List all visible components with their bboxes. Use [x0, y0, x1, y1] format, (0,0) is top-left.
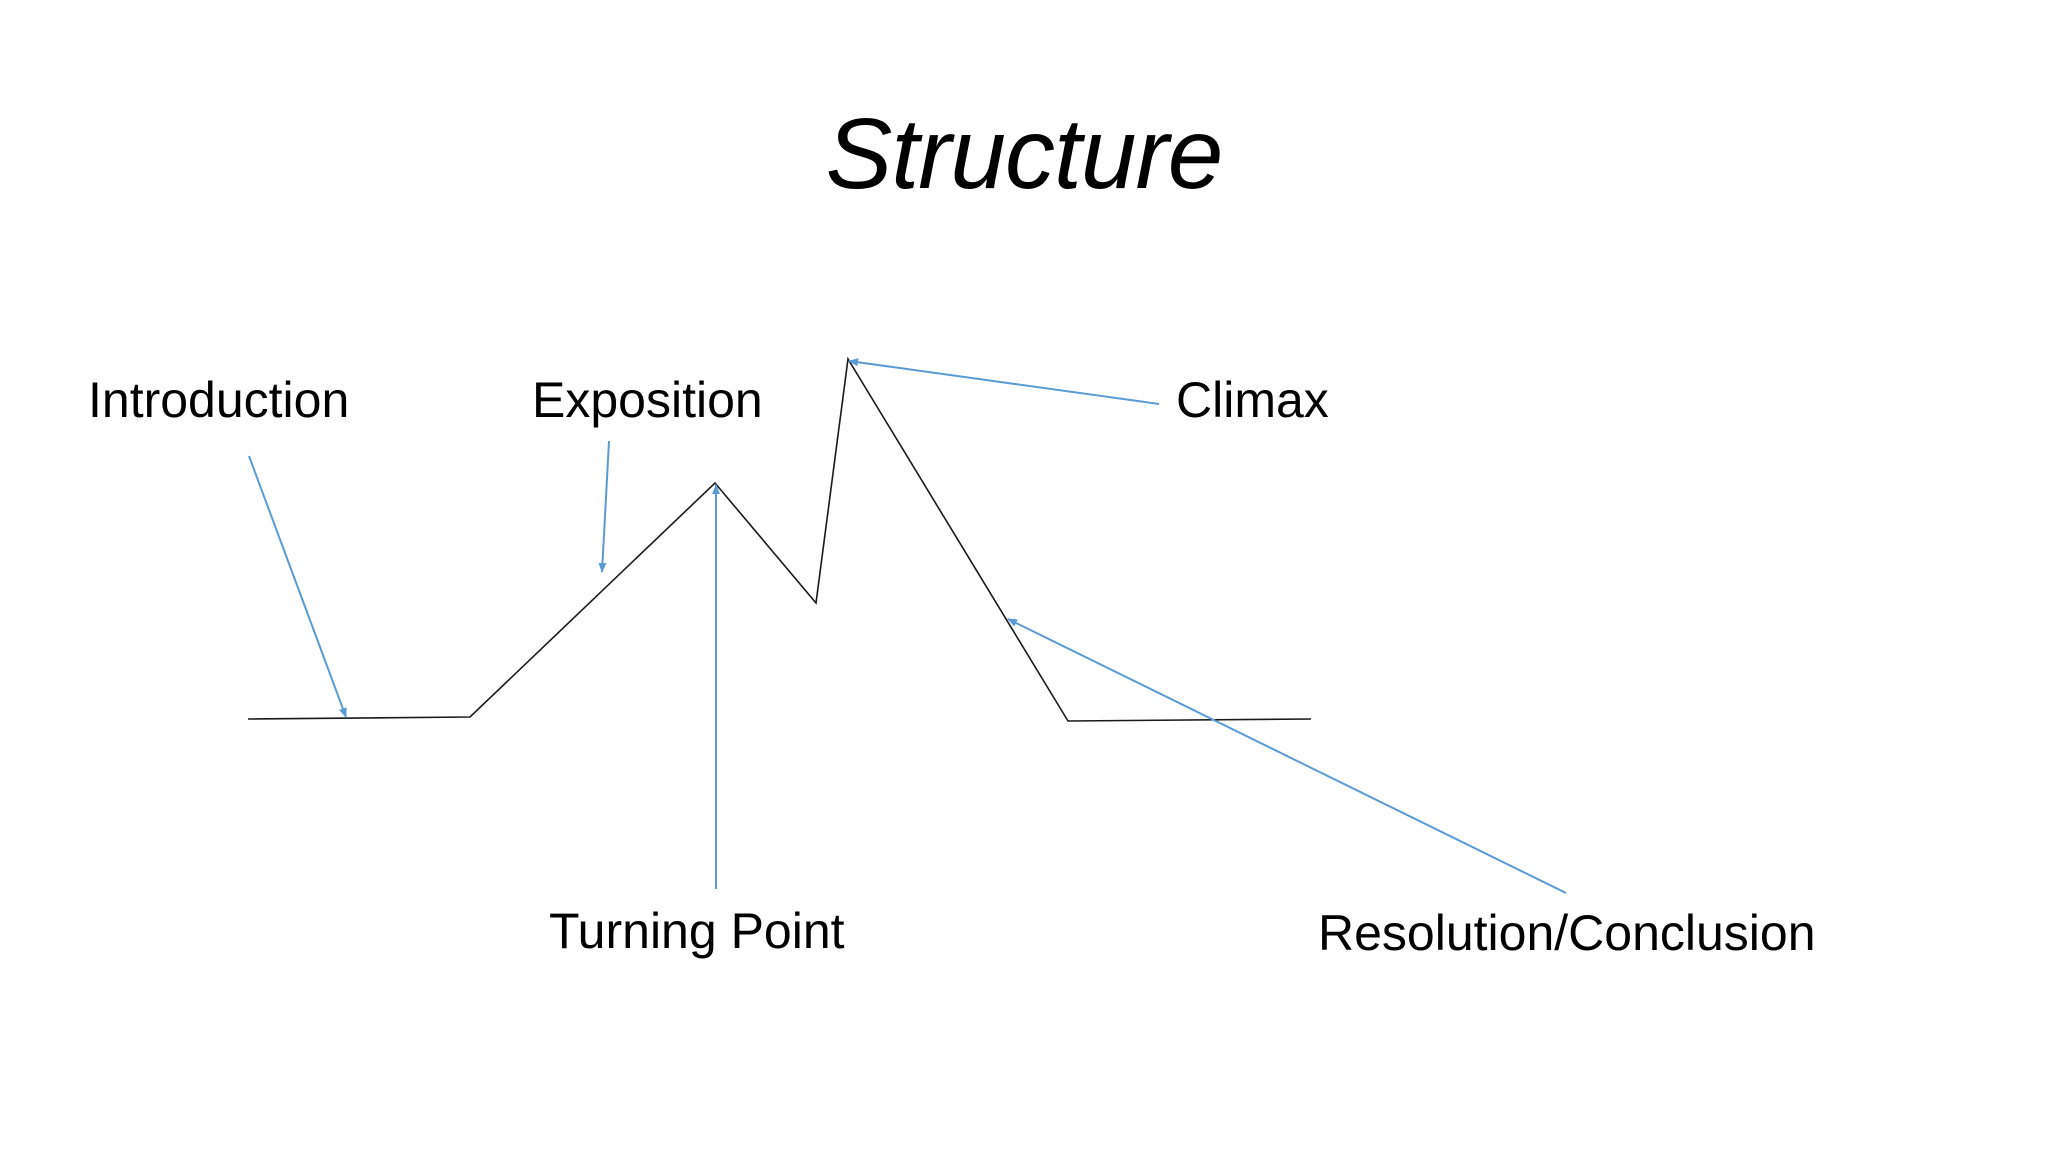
climax-arrow	[848, 358, 1160, 405]
exposition-arrow	[598, 440, 610, 573]
plot-line	[247, 356, 1312, 722]
turning-point-label: Turning Point	[549, 903, 845, 959]
introduction-label: Introduction	[88, 372, 350, 428]
introduction-arrow	[248, 455, 347, 718]
resolution-label: Resolution/Conclusion	[1318, 905, 1816, 961]
exposition-label: Exposition	[532, 372, 763, 428]
climax-label: Climax	[1176, 372, 1329, 428]
resolution-arrow	[1007, 618, 1567, 894]
slide-title: Structure	[825, 98, 1224, 210]
